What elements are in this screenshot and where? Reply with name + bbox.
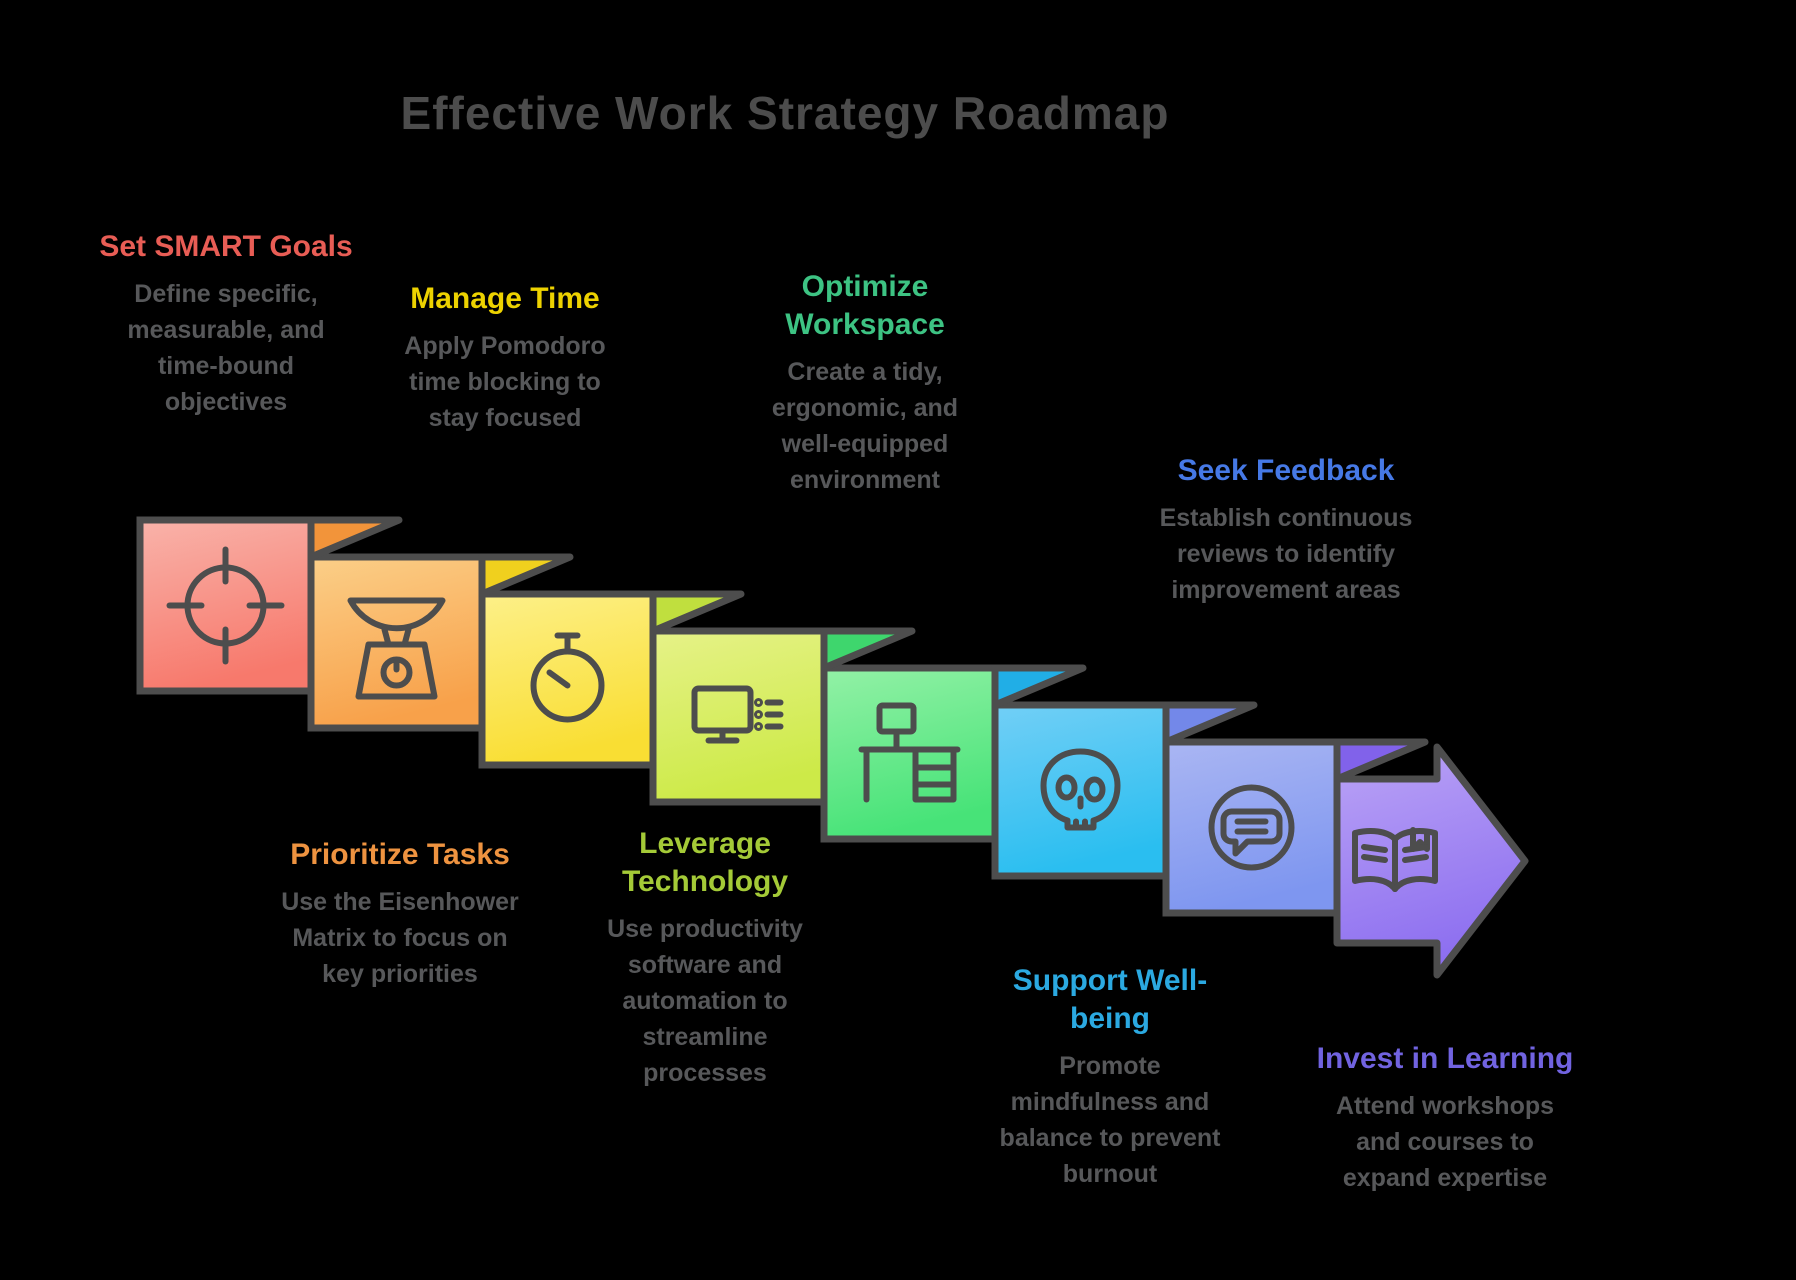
step-card-1 — [136, 516, 315, 695]
step-6-heading: Support Well-being — [1012, 964, 1208, 1035]
step-1-description: Define specific, measurable, and time-bo… — [127, 280, 325, 416]
fold-flap — [1162, 701, 1258, 746]
target-icon — [166, 546, 285, 665]
page-title: Effective Work Strategy Roadmap — [400, 87, 1170, 139]
step-1-heading: Set SMART Goals — [99, 230, 353, 263]
step-4-heading: Leverage Technology — [621, 827, 789, 898]
step-5-description: Create a tidy, ergonomic, and well-equip… — [771, 358, 959, 494]
step-3-description: Apply Pomodoro time blocking to stay foc… — [404, 332, 606, 432]
step-card-4 — [649, 590, 828, 806]
step-label-block-5: Optimize Workspace Create a tidy, ergono… — [705, 268, 1025, 498]
step-card-5 — [820, 627, 999, 843]
arrow-shape — [1333, 743, 1529, 979]
fold-flap — [478, 553, 574, 598]
step-2-description: Use the Eisenhower Matrix to focus on ke… — [281, 888, 519, 988]
step-7-heading: Seek Feedback — [1177, 454, 1395, 487]
step-card-8 — [1333, 738, 1529, 979]
step-label-block-2: Prioritize Tasks Use the Eisenhower Matr… — [240, 836, 560, 992]
fold-flap — [991, 664, 1087, 709]
skull-icon — [1040, 748, 1121, 831]
stopwatch-icon — [530, 632, 605, 723]
step-8-heading: Invest in Learning — [1316, 1042, 1574, 1075]
step-card-6 — [991, 664, 1170, 880]
step-2-heading: Prioritize Tasks — [290, 838, 510, 871]
step-label-block-6: Support Well-being Promote mindfulness a… — [950, 962, 1270, 1192]
step-label-block-1: Set SMART Goals Define specific, measura… — [66, 228, 386, 420]
step-7-description: Establish continuous reviews to identify… — [1159, 504, 1413, 604]
step-8-description: Attend workshops and courses to expand e… — [1335, 1092, 1555, 1192]
desk-icon — [858, 702, 961, 803]
step-4-description: Use productivity software and automation… — [607, 915, 803, 1087]
fold-flap — [307, 516, 403, 561]
fold-flap — [649, 590, 745, 635]
step-6-description: Promote mindfulness and balance to preve… — [999, 1052, 1221, 1188]
step-card-3 — [478, 553, 657, 769]
step-5-heading: Optimize Workspace — [785, 270, 945, 341]
open-book-icon — [1352, 827, 1438, 892]
step-label-block-3: Manage Time Apply Pomodoro time blocking… — [345, 280, 665, 436]
scale-icon — [347, 597, 446, 700]
step-label-block-7: Seek Feedback Establish continuous revie… — [1126, 452, 1446, 608]
monitor-checklist-icon — [691, 685, 784, 744]
step-card-2 — [307, 516, 486, 732]
chat-bubble-icon — [1208, 784, 1295, 871]
step-3-heading: Manage Time — [410, 282, 600, 315]
step-card-7 — [1162, 701, 1341, 917]
step-label-block-8: Invest in Learning Attend workshops and … — [1285, 1040, 1605, 1196]
fold-flap — [1333, 738, 1429, 783]
fold-flap — [820, 627, 916, 672]
step-label-block-4: Leverage Technology Use productivity sof… — [545, 825, 865, 1091]
